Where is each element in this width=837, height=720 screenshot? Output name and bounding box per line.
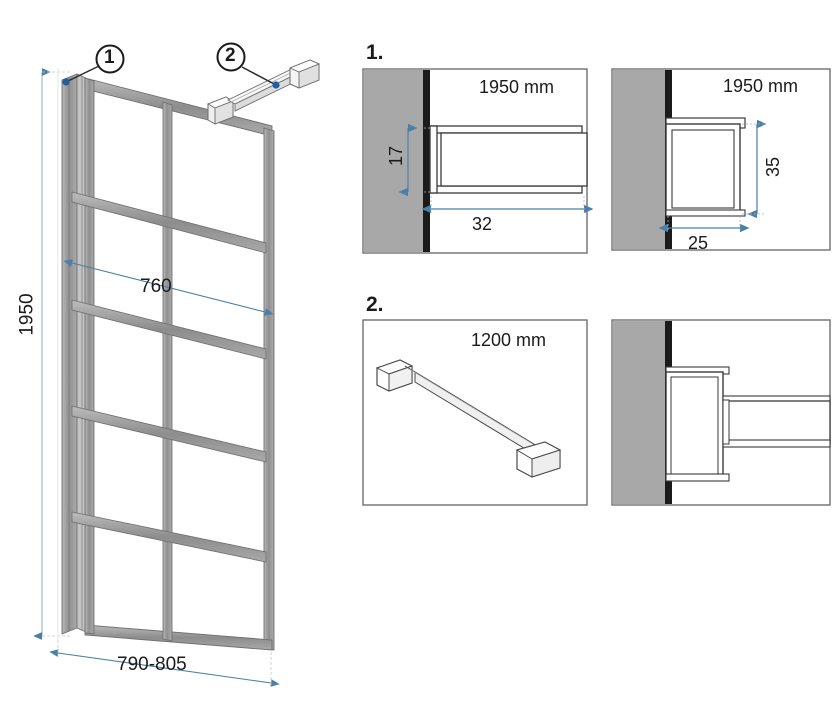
detail-2-dim-25 <box>658 216 750 233</box>
callout-1-label: 1 <box>104 47 115 68</box>
detail-1-dim-32 <box>421 196 594 214</box>
detail-1-index: 1. <box>366 41 384 64</box>
dimension-height-1950 <box>33 68 72 640</box>
detail-3-title: 1200 mm <box>471 330 547 350</box>
detail-2-tube-profile <box>665 117 746 217</box>
detail-2-title: 1950 mm <box>723 76 799 96</box>
detail-1-dim-17 <box>398 123 432 197</box>
detail-2-dim-35 <box>742 119 767 219</box>
callout-2[interactable] <box>216 42 280 89</box>
callout-1[interactable] <box>62 44 125 86</box>
panel-grid-frame <box>84 77 275 651</box>
main-glass-width-label: 760 <box>140 276 172 297</box>
stabilizer-bar <box>206 59 321 125</box>
main-overall-width-label: 790-805 <box>117 654 187 675</box>
wall-channel-profile <box>61 73 87 635</box>
detail-3-bar <box>375 359 562 478</box>
detail-3-index: 2. <box>366 293 384 316</box>
callout-2-label: 2 <box>225 45 236 66</box>
dimension-760 <box>63 259 274 316</box>
glass-panel <box>86 80 271 645</box>
detail-1-title: 1950 mm <box>479 77 555 97</box>
panel-grid-mullion <box>162 101 173 642</box>
detail-1-channel-profile <box>429 125 588 194</box>
detail-4-bracket <box>665 366 831 482</box>
detail-2-label-25: 25 <box>688 233 709 253</box>
dimension-790-805 <box>49 640 280 687</box>
detail-1-label-32: 32 <box>472 214 493 234</box>
